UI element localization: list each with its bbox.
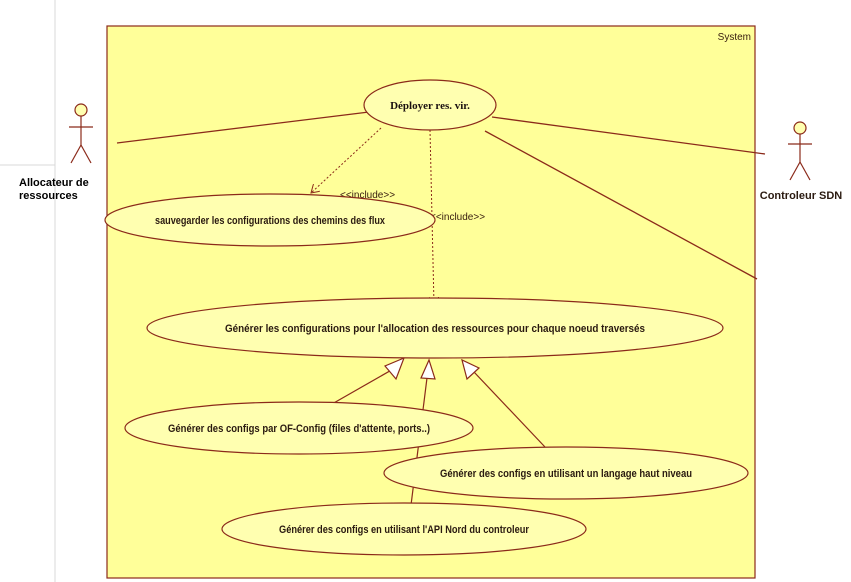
usecase-deploy[interactable]: Déployer res. vir. bbox=[363, 79, 497, 131]
svg-text:Déployer res. vir.: Déployer res. vir. bbox=[390, 100, 470, 112]
actor-allocateur[interactable] bbox=[69, 103, 93, 164]
svg-text:sauvegarder les configurations: sauvegarder les configurations des chemi… bbox=[155, 215, 386, 227]
system-label: System bbox=[718, 32, 751, 43]
svg-text:Générer des configs en utilisa: Générer des configs en utilisant l'API N… bbox=[279, 524, 530, 536]
usecase-save[interactable]: sauvegarder les configurations des chemi… bbox=[104, 193, 436, 247]
generalization-highlevel bbox=[473, 371, 546, 448]
generalization-triangle bbox=[420, 358, 436, 380]
include-label-2: <<include>> bbox=[430, 212, 485, 223]
actor-head-icon bbox=[793, 121, 807, 135]
actor-head-icon bbox=[74, 103, 88, 117]
actor-allocateur-label-2: ressources bbox=[19, 190, 78, 202]
association-allocateur-deploy bbox=[116, 111, 370, 144]
include-arrow-generate bbox=[430, 129, 434, 305]
generalization-triangle bbox=[384, 356, 406, 381]
svg-text:Générer des configs en utilisa: Générer des configs en utilisant un lang… bbox=[440, 468, 692, 480]
svg-text:Générer des configs par OF-Con: Générer des configs par OF-Config (files… bbox=[168, 423, 430, 435]
generalization-triangle bbox=[461, 358, 481, 381]
association-deploy-out bbox=[484, 130, 758, 280]
usecase-northapi[interactable]: Générer des configs en utilisant l'API N… bbox=[221, 502, 587, 556]
usecase-highlevel[interactable]: Générer des configs en utilisant un lang… bbox=[383, 446, 749, 500]
svg-text:Générer les configurations pou: Générer les configurations pour l'alloca… bbox=[225, 323, 645, 335]
actor-controleur-sdn[interactable] bbox=[788, 121, 812, 181]
usecase-generate[interactable]: Générer les configurations pour l'alloca… bbox=[146, 297, 724, 359]
include-label-1: <<include>> bbox=[340, 190, 395, 201]
actor-controleur-label: Controleur SDN bbox=[760, 190, 843, 202]
actor-allocateur-label-1: Allocateur de bbox=[19, 177, 89, 189]
usecase-ofconfig[interactable]: Générer des configs par OF-Config (files… bbox=[124, 401, 474, 455]
association-deploy-controleur bbox=[491, 116, 766, 155]
generalization-ofconfig bbox=[324, 367, 396, 409]
